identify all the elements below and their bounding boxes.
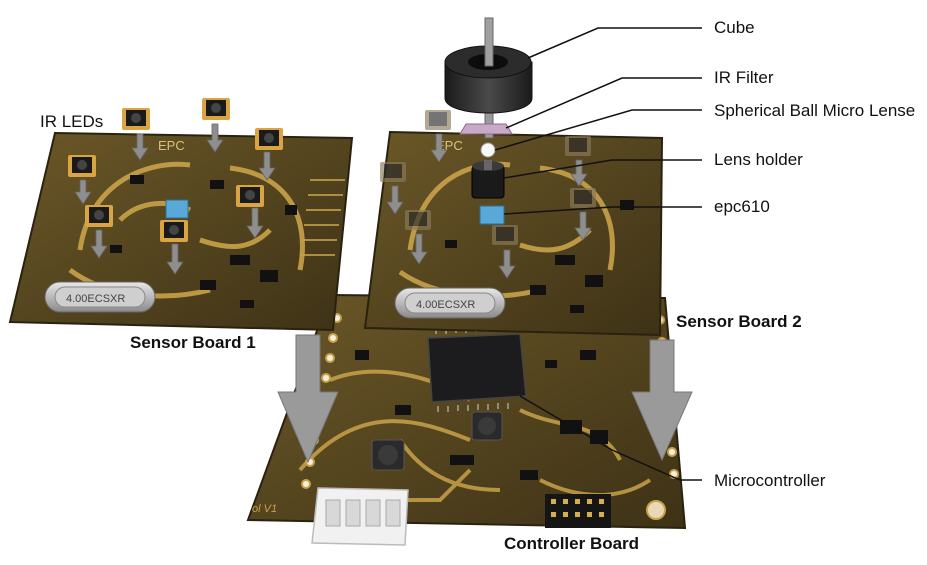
label-microcontroller: Microcontroller <box>714 471 826 490</box>
epc-silkscreen-1: EPC <box>158 138 185 153</box>
caption-sensor-board-2: Sensor Board 2 <box>676 312 802 331</box>
crystal-1: 4.00ECSXR <box>44 281 156 313</box>
assembly-arrow-left <box>277 334 339 464</box>
ir-led <box>160 220 188 242</box>
callout-line-ball-lens <box>494 109 702 151</box>
lens-holder <box>471 160 505 199</box>
callout-line-ir-filter <box>505 77 702 129</box>
ir-led <box>380 162 406 182</box>
ir-led <box>68 155 96 177</box>
epc-silkscreen-2: EPC <box>436 138 463 153</box>
ir-led <box>255 128 283 150</box>
label-ir-filter: IR Filter <box>714 68 774 87</box>
label-ball-lens: Spherical Ball Micro Lense <box>714 101 916 120</box>
ir-led <box>85 205 113 227</box>
label-epc610: epc610 <box>714 197 770 216</box>
ir-led-group-2 <box>380 110 596 245</box>
spherical-ball-micro-lens <box>480 142 496 158</box>
ir-led <box>570 188 596 208</box>
microcontroller-chip <box>427 325 527 412</box>
placement-arrows-2 <box>386 133 592 279</box>
label-ir-leds: IR LEDs <box>40 112 104 131</box>
callout-line-cube <box>527 27 702 59</box>
ir-led <box>425 110 451 130</box>
ir-led <box>492 225 518 245</box>
label-cube: Cube <box>714 18 755 37</box>
crystal-label-2: 4.00ECSXR <box>416 299 475 311</box>
cube <box>444 17 533 114</box>
crystal-2: 4.00ECSXR <box>394 287 506 319</box>
callout-line-microcontroller <box>519 395 702 481</box>
white-connector <box>311 487 409 546</box>
sensor-board-2: EPC 4.00ECSXR <box>363 110 664 337</box>
crystal-label-1: 4.00ECSXR <box>66 293 125 305</box>
caption-controller-board: Controller Board <box>504 534 640 553</box>
ir-led <box>122 108 150 130</box>
controller-board: ol V1 <box>246 293 687 546</box>
ir-led <box>405 210 431 230</box>
optics-stack <box>444 17 533 199</box>
callout-line-epc610 <box>503 206 702 215</box>
ir-led <box>202 98 230 120</box>
ir-led <box>565 136 591 156</box>
label-lens-holder: Lens holder <box>714 150 803 169</box>
callout-line-lens-holder <box>503 159 702 179</box>
board-rev-silkscreen: ol V1 <box>252 503 277 515</box>
assembly-arrow-right <box>631 339 693 462</box>
epc610-chip <box>479 205 505 225</box>
sensor-board-1: EPC 4.00ECSXR <box>8 98 354 332</box>
caption-sensor-board-1: Sensor Board 1 <box>130 333 256 352</box>
placement-arrows-1 <box>74 123 276 275</box>
ir-led <box>236 185 264 207</box>
pin-header <box>545 494 611 528</box>
callout-lines <box>494 27 702 481</box>
ir-led-group-1 <box>68 98 283 242</box>
ir-filter <box>459 123 513 135</box>
